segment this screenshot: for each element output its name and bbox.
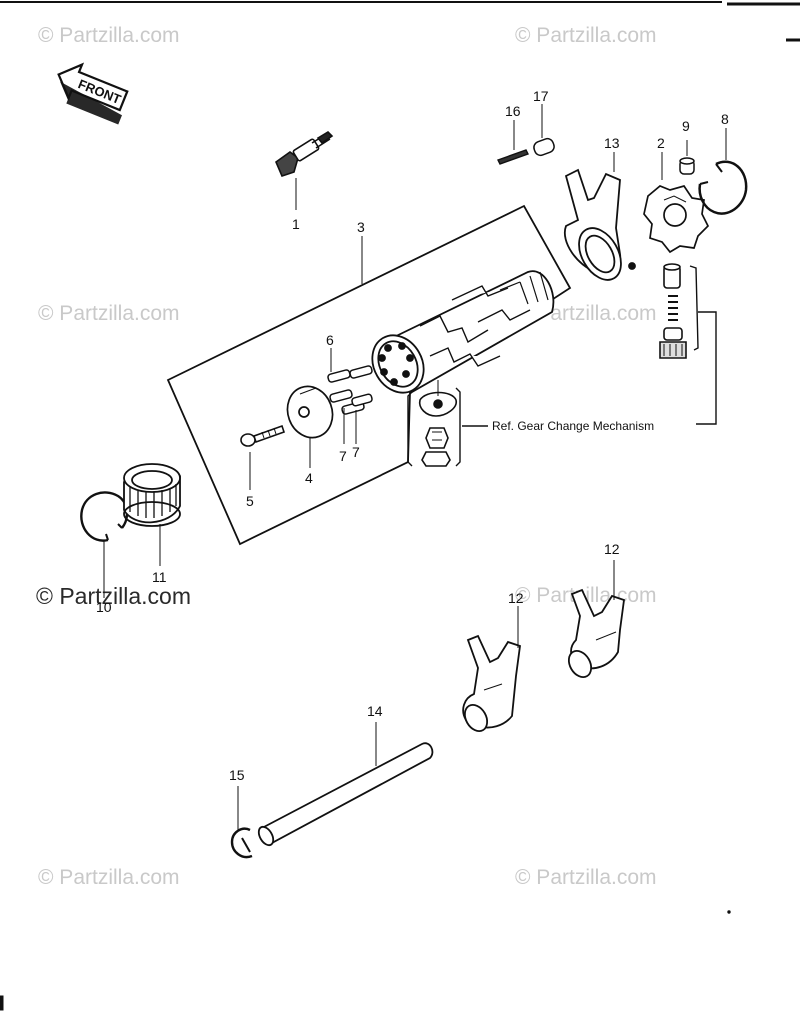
callout-15: 15 (229, 767, 245, 783)
watermark: © Partzilla.com (38, 866, 180, 889)
watermark: © Partzilla.com (36, 583, 191, 609)
callout-17: 17 (533, 88, 549, 104)
spring-plunger-parts (659, 263, 687, 359)
callout-6: 6 (326, 332, 334, 348)
shift-fork-part-12-right (567, 560, 625, 679)
circlip-part-10 (80, 491, 129, 598)
pin-part-17 (533, 104, 555, 157)
needle-bearing-part-11 (123, 463, 181, 566)
pin-part-16 (497, 120, 529, 165)
callout-7a: 7 (339, 448, 347, 464)
watermark: © Partzilla.com (38, 302, 180, 325)
drum-assembly-box (166, 204, 572, 546)
front-arrow-icon: FRONT (57, 62, 129, 125)
callout-10: 10 (96, 599, 112, 615)
shift-fork-part-12-left (462, 606, 521, 733)
pins-part-6-7 (327, 348, 373, 444)
shift-drum (371, 270, 555, 394)
callout-5: 5 (246, 493, 254, 509)
watermark: © Partzilla.com (38, 24, 180, 47)
watermark: © Partzilla.com (515, 866, 657, 889)
circlip-part-8 (698, 128, 748, 215)
callout-4: 4 (305, 470, 313, 486)
callout-12-left: 12 (508, 590, 524, 606)
circlip-part-15 (230, 786, 253, 859)
shift-fork-part-13 (563, 152, 636, 281)
callout-13: 13 (604, 135, 620, 151)
callout-9: 9 (682, 118, 690, 134)
reference-label: Ref. Gear Change Mechanism (492, 419, 654, 433)
neutral-switch-part-1 (275, 130, 334, 210)
star-plate-part-2 (643, 152, 710, 254)
callout-1: 1 (292, 216, 300, 232)
callout-2: 2 (657, 135, 665, 151)
pin-part-9 (679, 140, 695, 175)
watermark: © Partzilla.com (515, 24, 657, 47)
callout-12-right: 12 (604, 541, 620, 557)
callout-11: 11 (152, 569, 167, 585)
screw-part-5 (240, 424, 286, 490)
callout-3: 3 (357, 219, 365, 235)
plate-part-4 (286, 385, 334, 468)
callout-8: 8 (721, 111, 729, 127)
shift-fork-shaft-part-14 (257, 722, 434, 847)
callout-7b: 7 (352, 444, 360, 460)
callout-16: 16 (505, 103, 521, 119)
callout-14: 14 (367, 703, 383, 719)
reference-washer-bolt (418, 380, 457, 467)
